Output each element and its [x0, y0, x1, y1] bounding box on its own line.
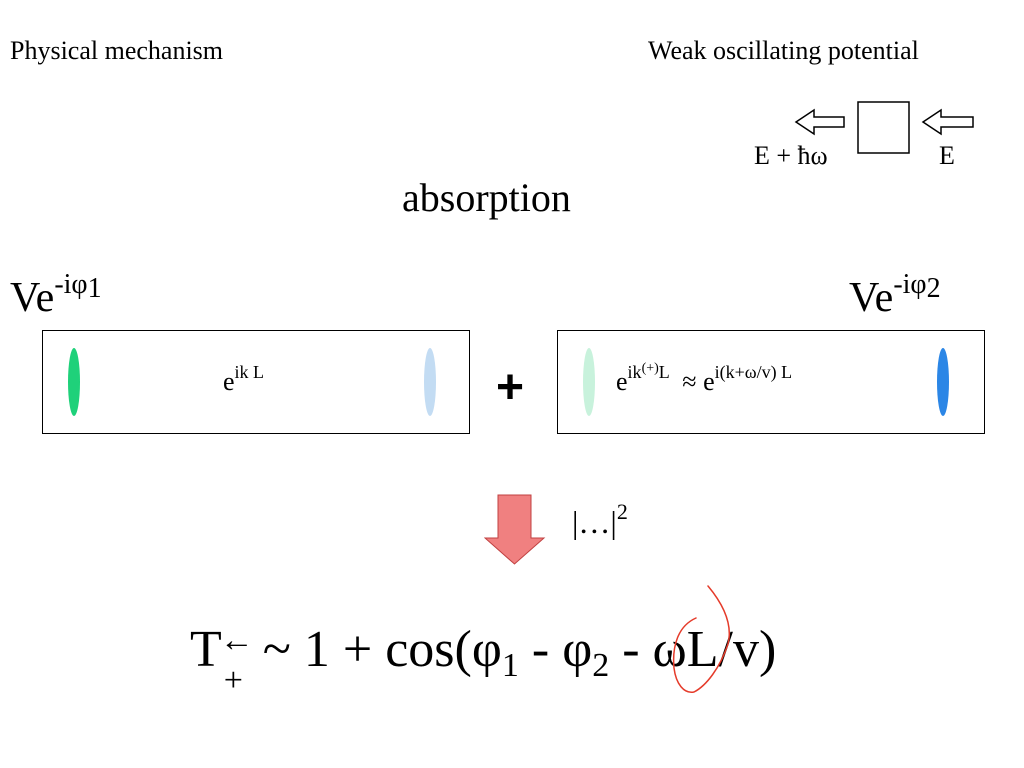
wavepacket-right-blue: [937, 348, 949, 416]
wavepacket-left-green: [68, 348, 80, 416]
panel-left: eik L: [42, 330, 470, 434]
header-left-title: Physical mechanism: [10, 36, 224, 65]
panel-right: eik(+)L ≈ ei(k+ω/v) L: [557, 330, 985, 434]
amplitude-right: Ve-iφ2: [849, 271, 941, 322]
transmission-formula: T←+ ~ 1 + cos(φ1 - φ2 - ωL/v): [190, 621, 777, 699]
potential-barrier-box: [857, 101, 910, 154]
section-title: absorption: [402, 175, 571, 220]
wavepacket-left-lightblue: [424, 348, 436, 416]
amplitude-right-sub: 2: [926, 273, 941, 304]
energy-in-label: E: [939, 141, 955, 170]
amplitude-left-sup: -iφ1: [54, 269, 102, 304]
amplitude-right-base: Ve: [849, 275, 894, 321]
plus-sign: +: [496, 361, 525, 414]
potential-diagram: [794, 101, 974, 154]
panel-right-formula: eik(+)L ≈ ei(k+ω/v) L: [616, 361, 793, 397]
amplitude-left: Ve-iφ1: [10, 271, 102, 322]
energy-out-label: E + ħω: [754, 141, 828, 170]
handwritten-annotation-mark: [672, 585, 730, 693]
arrow-left-incoming-icon: [921, 108, 974, 136]
header-right-title: Weak oscillating potential: [648, 36, 919, 65]
wavepacket-right-mint: [583, 348, 595, 416]
panel-left-exponential: eik L: [223, 362, 265, 396]
amplitude-left-base: Ve: [10, 275, 55, 321]
arrow-left-outgoing-icon: [794, 108, 845, 136]
amplitude-right-sup: -iφ2: [893, 269, 941, 304]
down-arrow-icon: [484, 494, 546, 565]
modulus-squared: |…|2: [572, 499, 628, 541]
amplitude-left-sub: 1: [87, 273, 102, 304]
